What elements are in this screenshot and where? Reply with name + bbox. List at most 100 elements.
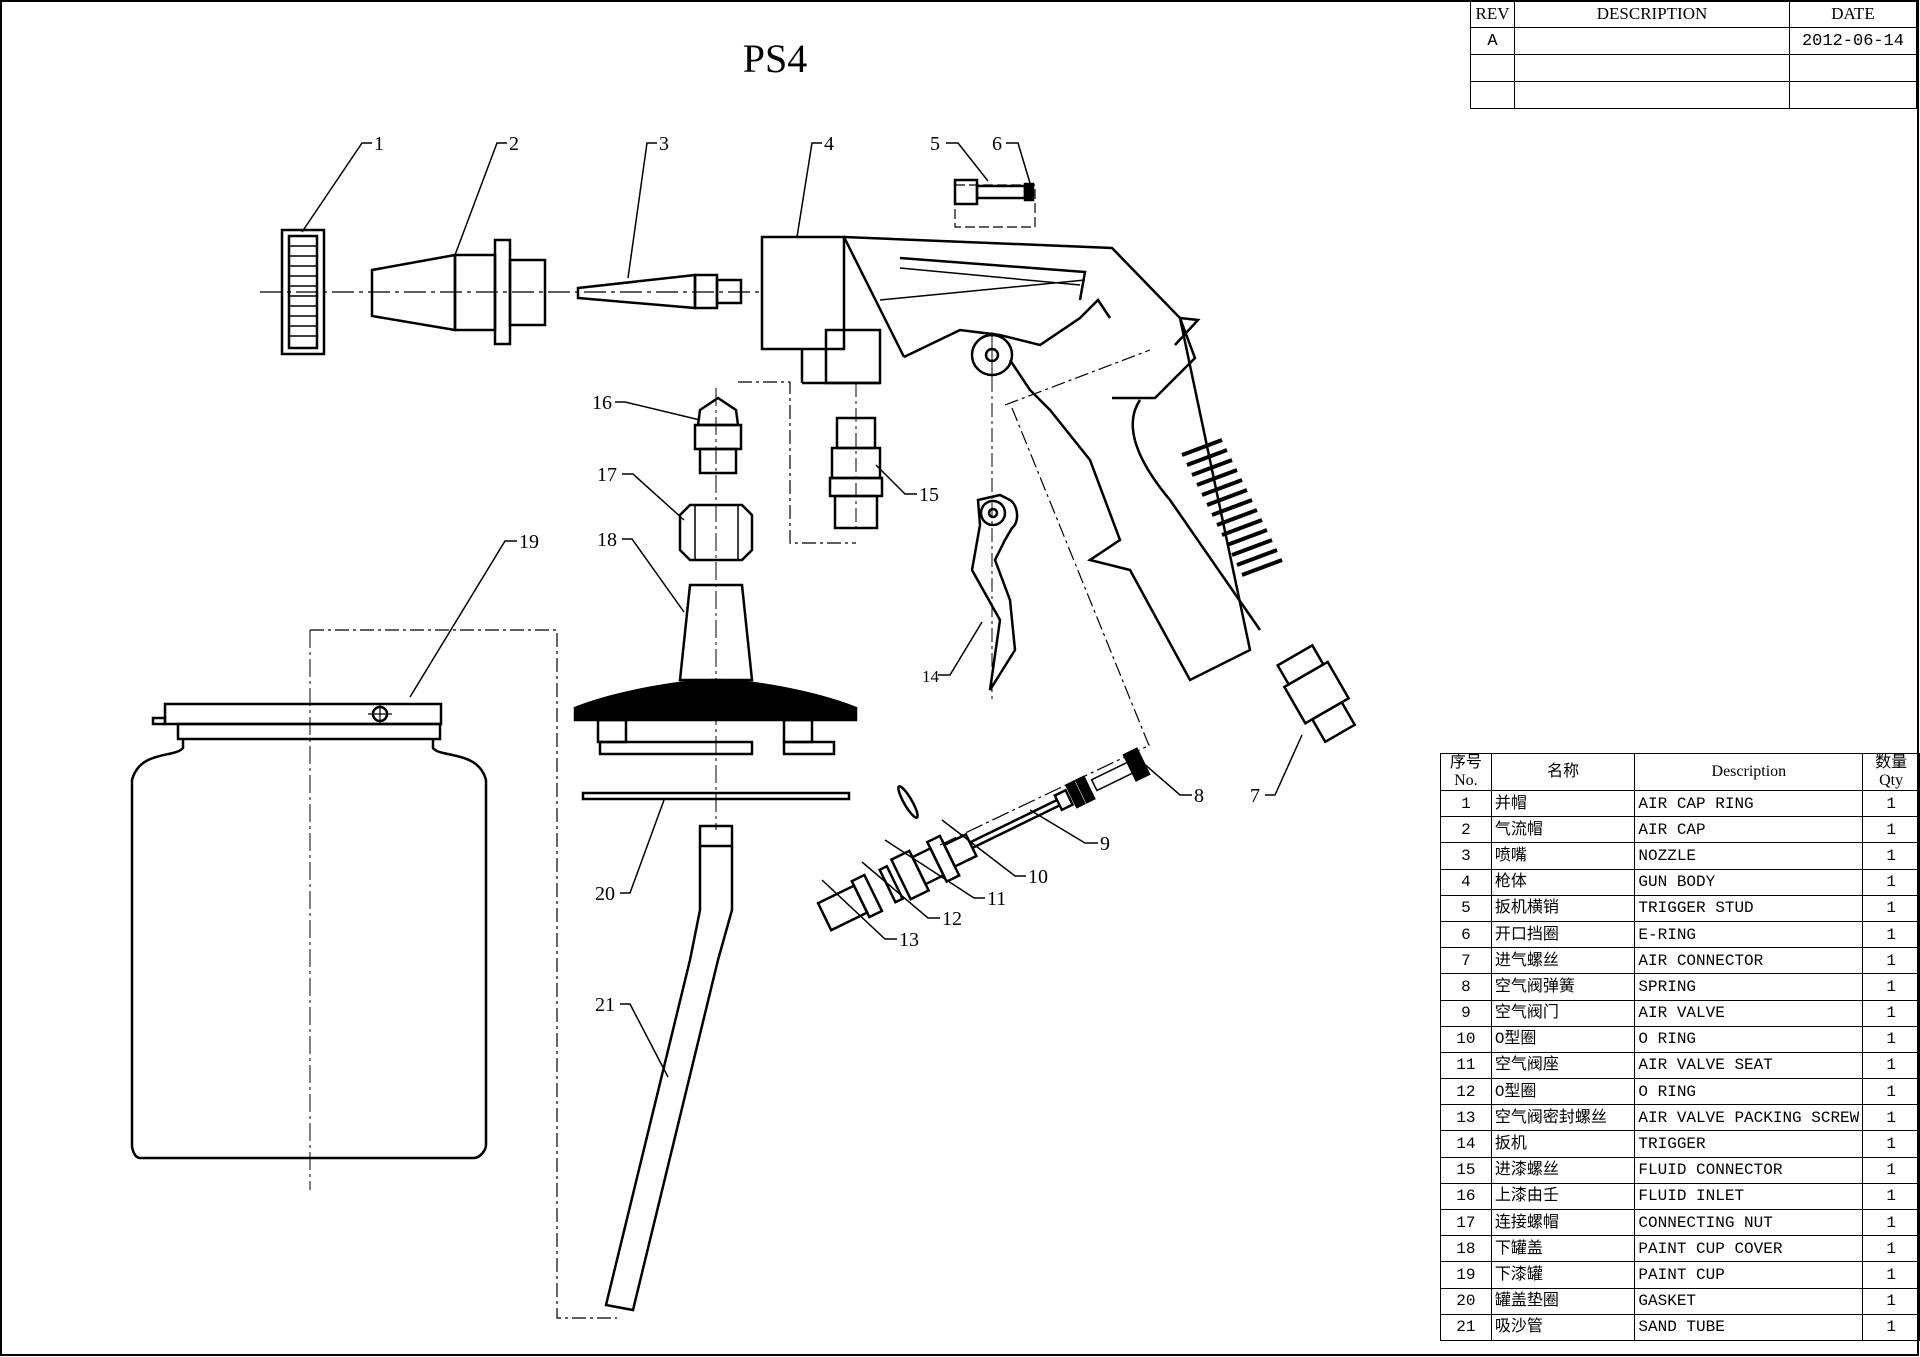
part-number-cell: 5 bbox=[1440, 894, 1492, 922]
part-name-cn-cell: 并帽 bbox=[1490, 789, 1636, 818]
part-number-cell: 1 bbox=[1440, 789, 1492, 818]
part-name-cn-cell: 空气阀座 bbox=[1490, 1051, 1636, 1080]
date-cell bbox=[1789, 54, 1917, 82]
callout-4: 4 bbox=[824, 133, 834, 155]
part-name-cn-cell: 扳机横销 bbox=[1490, 894, 1636, 922]
part-description-cell: NOZZLE bbox=[1634, 842, 1864, 870]
part-name-cn-cell: 进气螺丝 bbox=[1490, 947, 1636, 975]
rev-header: REV bbox=[1470, 0, 1515, 28]
part-description-cell: PAINT CUP COVER bbox=[1634, 1235, 1864, 1263]
part-number-cell: 12 bbox=[1440, 1078, 1492, 1106]
part-number-cell: 17 bbox=[1440, 1208, 1492, 1237]
callout-7: 7 bbox=[1250, 785, 1260, 807]
name-header: 名称 bbox=[1490, 753, 1636, 791]
part-connecting-nut bbox=[678, 503, 754, 562]
part-number-cell: 7 bbox=[1440, 947, 1492, 975]
callout-2: 2 bbox=[509, 133, 519, 155]
part-number-cell: 18 bbox=[1440, 1235, 1492, 1263]
part-qty-cell: 1 bbox=[1862, 947, 1920, 975]
qty-header: 数量 Qty bbox=[1862, 753, 1920, 791]
part-description-cell: AIR CONNECTOR bbox=[1634, 947, 1864, 975]
part-description-cell: TRIGGER STUD bbox=[1634, 894, 1864, 922]
callout-13: 13 bbox=[899, 929, 919, 951]
part-description-cell: CONNECTING NUT bbox=[1634, 1208, 1864, 1237]
part-description-cell: SPRING bbox=[1634, 973, 1864, 1001]
part-qty-cell: 1 bbox=[1862, 999, 1920, 1027]
parts-header-row: 序号 No. 名称 Description 数量 Qty bbox=[1440, 753, 1920, 791]
part-qty-cell: 1 bbox=[1862, 1130, 1920, 1158]
part-number-cell: 4 bbox=[1440, 868, 1492, 896]
callout-18: 18 bbox=[597, 529, 617, 551]
description-cell bbox=[1514, 54, 1790, 82]
part-description-cell: O RING bbox=[1634, 1025, 1864, 1053]
part-number-cell: 3 bbox=[1440, 842, 1492, 870]
date-cell bbox=[1789, 81, 1917, 109]
callout-10: 10 bbox=[1028, 866, 1048, 888]
part-qty-cell: 1 bbox=[1862, 894, 1920, 922]
part-qty-cell: 1 bbox=[1862, 1182, 1920, 1211]
part-number-cell: 6 bbox=[1440, 920, 1492, 949]
callout-16: 16 bbox=[592, 392, 612, 414]
part-gun-body bbox=[760, 235, 1283, 682]
part-fluid-inlet bbox=[693, 396, 743, 475]
part-qty-cell: 1 bbox=[1862, 1104, 1920, 1132]
part-gasket bbox=[581, 791, 851, 801]
callout-11: 11 bbox=[987, 888, 1006, 910]
part-name-cn-cell: 空气阀密封螺丝 bbox=[1490, 1104, 1636, 1132]
part-qty-cell: 1 bbox=[1862, 816, 1920, 844]
qty-header-cn: 数量 bbox=[1875, 754, 1908, 772]
rev-cell: A bbox=[1470, 27, 1515, 55]
date-cell: 2012-06-14 bbox=[1789, 27, 1917, 55]
callout-14: 14 bbox=[922, 667, 940, 686]
part-qty-cell: 1 bbox=[1862, 1235, 1920, 1263]
description-header: DESCRIPTION bbox=[1514, 0, 1790, 28]
part-trigger bbox=[970, 378, 1019, 700]
revision-table: REV DESCRIPTION DATE A 2012-06-14 bbox=[1470, 0, 1917, 109]
part-number-cell: 2 bbox=[1440, 816, 1492, 844]
part-description-cell: GASKET bbox=[1634, 1287, 1864, 1315]
part-nozzle bbox=[576, 273, 743, 310]
no-header-cn: 序号 bbox=[1449, 754, 1482, 772]
no-header: 序号 No. bbox=[1440, 753, 1492, 791]
part-number-cell: 16 bbox=[1440, 1182, 1492, 1211]
callout-15: 15 bbox=[919, 484, 939, 506]
part-qty-cell: 1 bbox=[1862, 868, 1920, 896]
part-number-cell: 14 bbox=[1440, 1130, 1492, 1158]
part-description-cell: O RING bbox=[1634, 1078, 1864, 1106]
description-header: Description bbox=[1634, 753, 1864, 791]
part-air-cap bbox=[370, 238, 547, 346]
part-number-cell: 8 bbox=[1440, 973, 1492, 1001]
callout-5: 5 bbox=[930, 133, 940, 155]
part-name-cn-cell: 下漆罐 bbox=[1490, 1261, 1636, 1289]
part-number-cell: 13 bbox=[1440, 1104, 1492, 1132]
part-name-cn-cell: 进漆螺丝 bbox=[1490, 1156, 1636, 1184]
part-qty-cell: 1 bbox=[1862, 1313, 1920, 1341]
part-description-cell: AIR VALVE PACKING SCREW bbox=[1634, 1104, 1864, 1132]
callout-9: 9 bbox=[1100, 833, 1110, 855]
callout-1: 1 bbox=[374, 133, 384, 155]
part-description-cell: AIR CAP bbox=[1634, 816, 1864, 844]
part-description-cell: AIR VALVE bbox=[1634, 999, 1864, 1027]
part-qty-cell: 1 bbox=[1862, 1261, 1920, 1289]
part-name-cn-cell: O型圈 bbox=[1490, 1025, 1636, 1053]
part-description-cell: SAND TUBE bbox=[1634, 1313, 1864, 1341]
callout-6: 6 bbox=[992, 133, 1002, 155]
part-qty-cell: 1 bbox=[1862, 920, 1920, 949]
part-description-cell: AIR CAP RING bbox=[1634, 789, 1864, 818]
